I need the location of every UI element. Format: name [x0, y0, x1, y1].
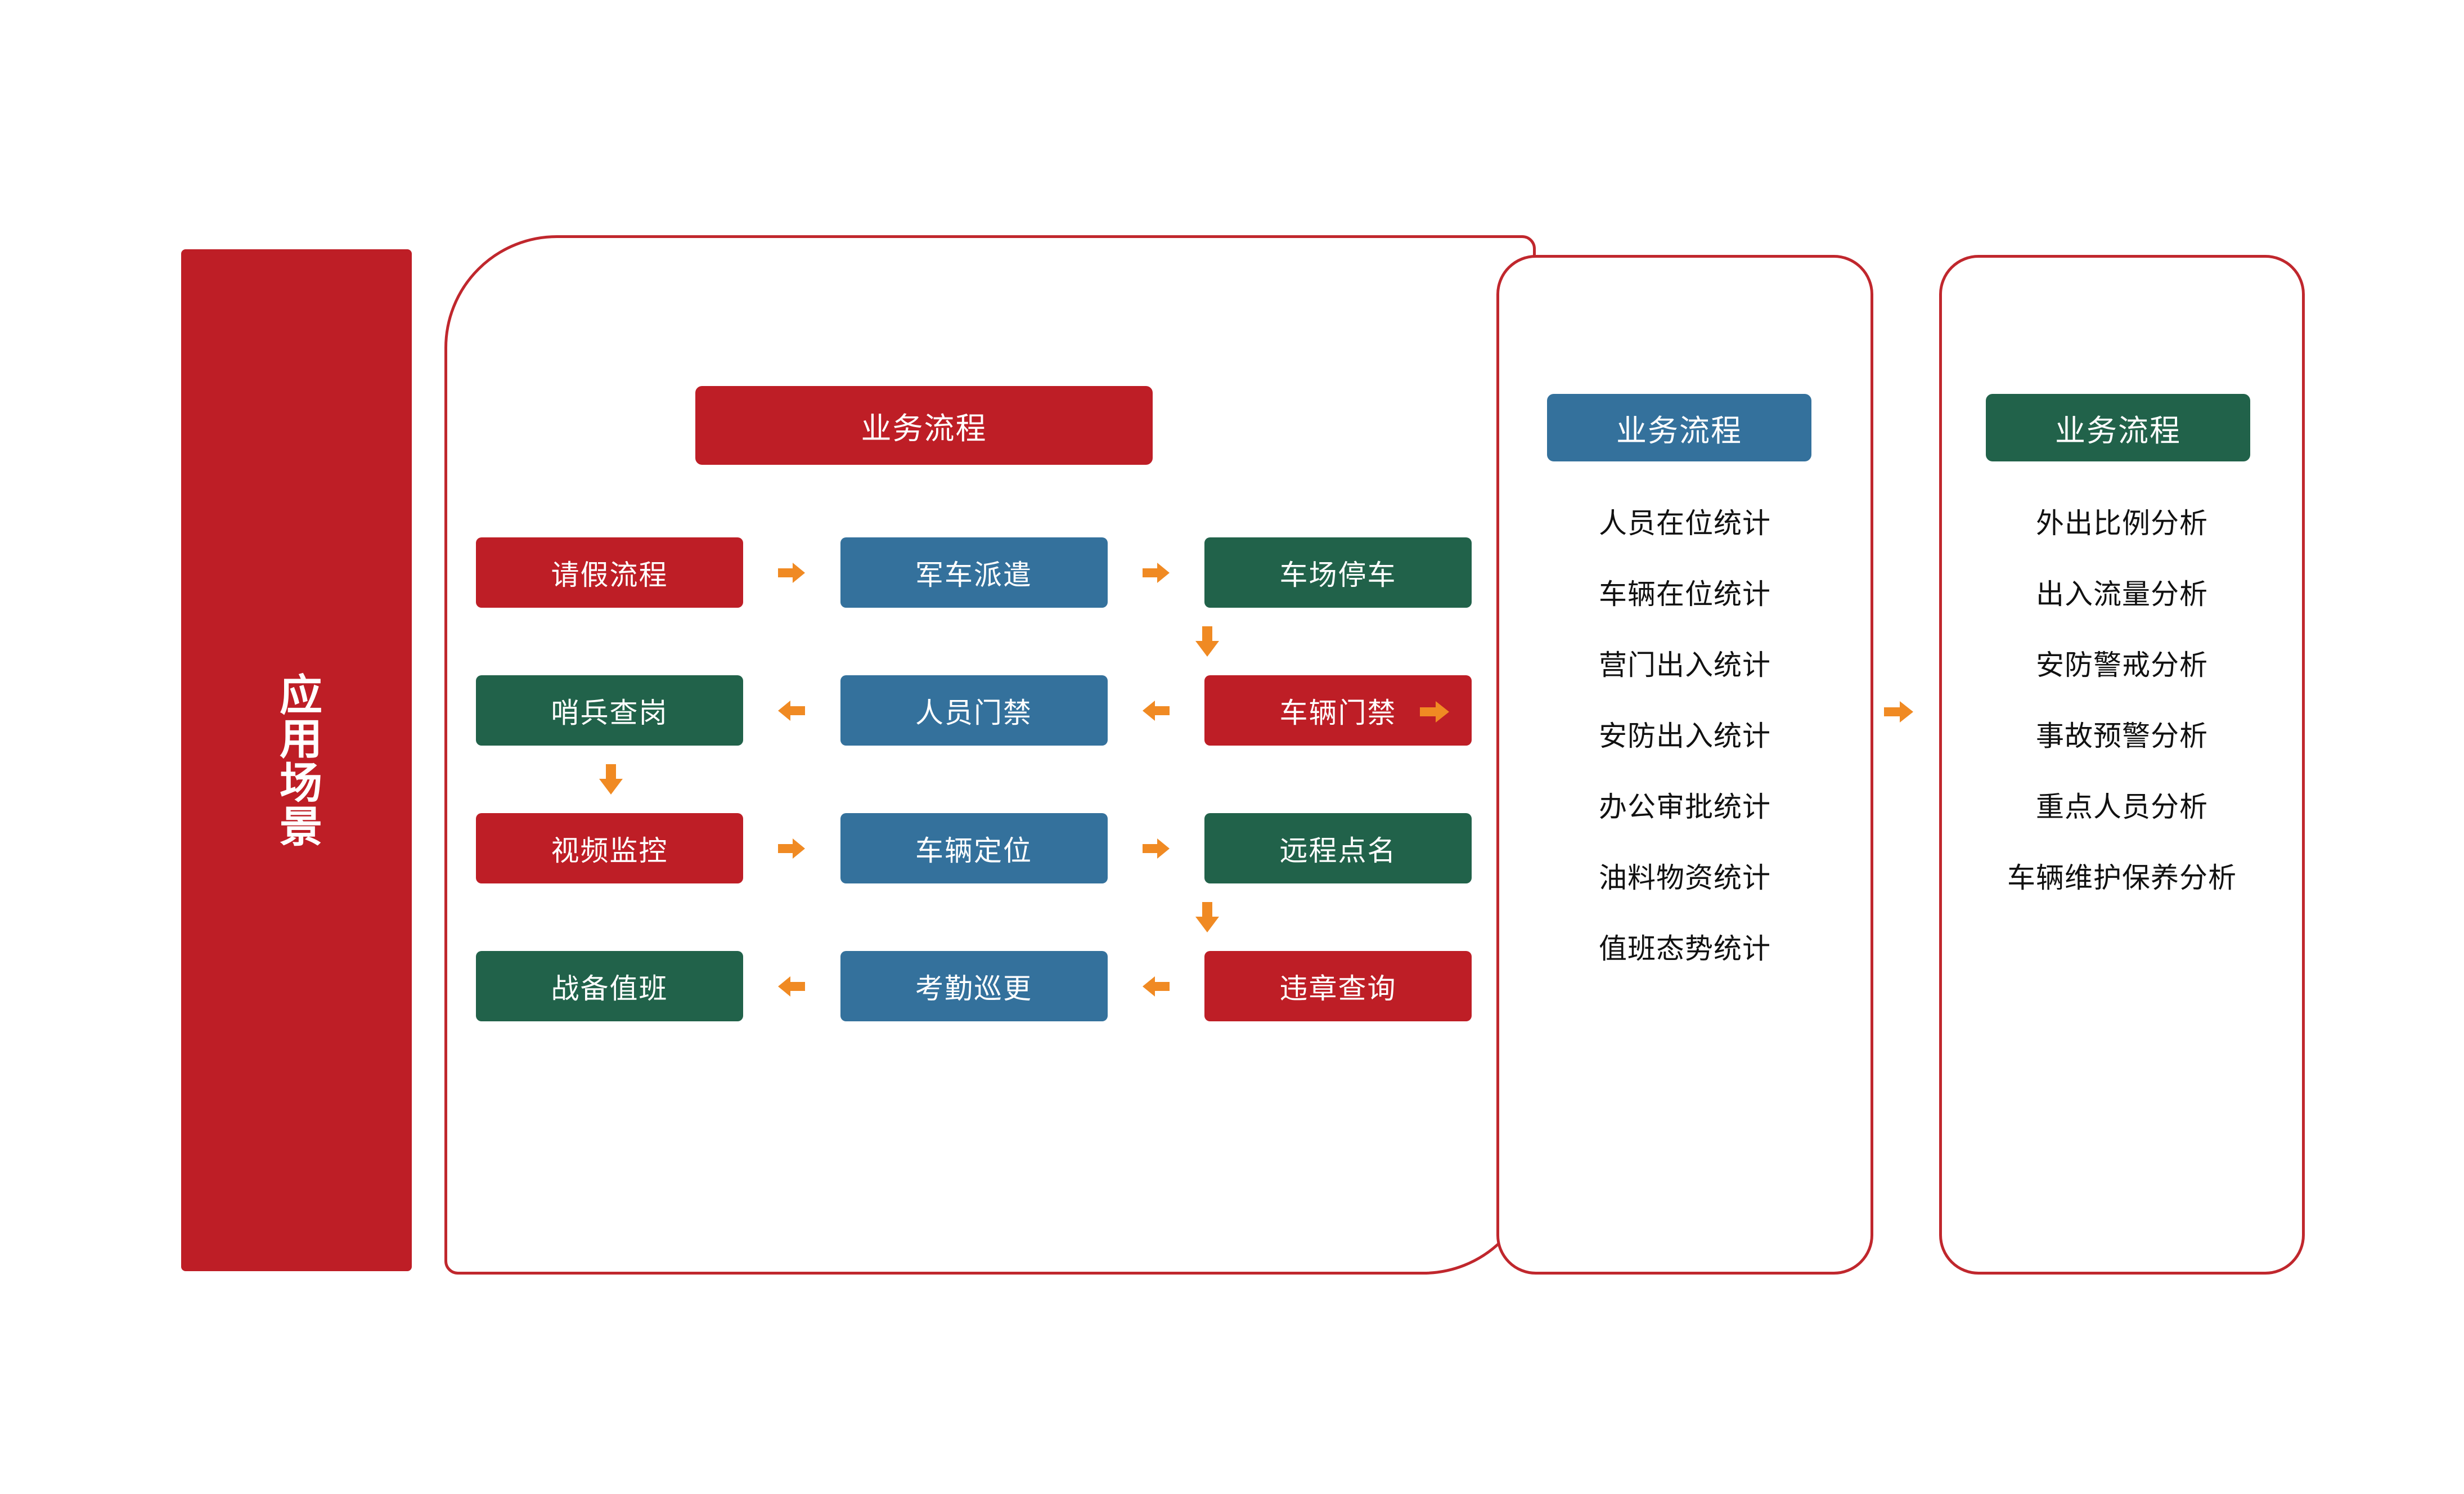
analysis-panel-header: 业务流程	[1986, 394, 2250, 461]
list-item: 值班态势统计	[1599, 933, 1771, 964]
process-panel-header-label: 业务流程	[861, 411, 987, 446]
list-item: 事故预警分析	[2036, 720, 2208, 752]
node-label: 人员门禁	[915, 697, 1032, 729]
vertical-connector-row2-row3	[594, 746, 628, 813]
panel-connector-process-to-statistics	[1418, 695, 1451, 729]
arrow-slot-r1-a	[743, 557, 840, 589]
process-row-3: 视频监控 车辆定位 远程点名	[476, 813, 1472, 883]
arrow-down-icon	[1195, 902, 1219, 932]
list-item: 油料物资统计	[1599, 862, 1771, 894]
process-node-che-chang-ting-che[interactable]: 车场停车	[1204, 537, 1472, 608]
analysis-panel-header-label: 业务流程	[2055, 414, 2181, 448]
process-node-ren-yuan-men-jin[interactable]: 人员门禁	[840, 675, 1108, 746]
arrow-slot-r1-b	[1108, 557, 1205, 589]
arrow-slot-r2-b	[1108, 695, 1205, 726]
process-node-yuan-cheng-dian-ming[interactable]: 远程点名	[1204, 813, 1472, 883]
arrow-left-icon	[1142, 976, 1170, 997]
node-label: 战备值班	[551, 972, 668, 1004]
arrow-right-icon	[778, 562, 806, 583]
process-flow-grid: 请假流程 军车派遣 车场停车 哨兵查岗 人员门禁	[476, 537, 1472, 1089]
vertical-connector-row1-row2	[1190, 608, 1224, 675]
node-label: 违章查询	[1279, 972, 1397, 1004]
list-item: 安防出入统计	[1599, 720, 1771, 752]
node-label: 车辆门禁	[1279, 697, 1397, 729]
process-node-che-liang-men-jin[interactable]: 车辆门禁	[1204, 675, 1472, 746]
arrow-slot-r3-b	[1108, 833, 1205, 864]
arrow-slot-r4-b	[1108, 971, 1205, 1002]
arrow-right-icon	[1142, 562, 1170, 583]
arrow-right-icon	[1420, 701, 1449, 723]
process-node-jun-che-pai-qian[interactable]: 军车派遣	[840, 537, 1108, 608]
process-panel-header: 业务流程	[695, 386, 1153, 465]
process-row-2: 哨兵查岗 人员门禁 车辆门禁	[476, 675, 1472, 746]
arrow-down-icon	[599, 764, 623, 795]
application-scenario-label: 应用场景	[272, 672, 321, 848]
arrow-left-icon	[778, 976, 806, 997]
statistics-list: 人员在位统计 车辆在位统计 营门出入统计 安防出入统计 办公审批统计 油料物资统…	[1496, 509, 1873, 963]
node-label: 考勤巡更	[915, 972, 1032, 1004]
process-node-zhan-bei-zhi-ban[interactable]: 战备值班	[476, 951, 743, 1021]
arrow-left-icon	[1142, 700, 1170, 721]
arrow-right-icon	[778, 838, 806, 859]
node-label: 视频监控	[551, 835, 668, 867]
list-item: 车辆维护保养分析	[2007, 862, 2237, 894]
application-scenario-banner: 应用场景	[181, 249, 412, 1271]
arrow-slot-r3-a	[743, 833, 840, 864]
node-label: 军车派遣	[915, 559, 1032, 591]
node-label: 远程点名	[1279, 835, 1397, 867]
process-node-shi-pin-jian-kong[interactable]: 视频监控	[476, 813, 743, 883]
process-node-qing-jia-liu-cheng[interactable]: 请假流程	[476, 537, 743, 608]
analysis-list: 外出比例分析 出入流量分析 安防警戒分析 事故预警分析 重点人员分析 车辆维护保…	[1939, 509, 2305, 892]
arrow-down-icon	[1195, 626, 1219, 657]
process-node-wei-zhang-cha-xun[interactable]: 违章查询	[1204, 951, 1472, 1021]
list-item: 办公审批统计	[1599, 791, 1771, 823]
list-item: 安防警戒分析	[2036, 649, 2208, 681]
node-label: 请假流程	[551, 559, 668, 591]
process-row-4: 战备值班 考勤巡更 违章查询	[476, 951, 1472, 1021]
node-label: 车辆定位	[915, 835, 1032, 867]
list-item: 出入流量分析	[2036, 578, 2208, 610]
arrow-left-icon	[778, 700, 806, 721]
node-label: 哨兵查岗	[551, 697, 668, 729]
node-label: 车场停车	[1279, 559, 1397, 591]
statistics-panel-header: 业务流程	[1547, 394, 1811, 461]
process-node-che-liang-ding-wei[interactable]: 车辆定位	[840, 813, 1108, 883]
arrow-slot-r4-a	[743, 971, 840, 1002]
list-item: 车辆在位统计	[1599, 578, 1771, 610]
list-item: 人员在位统计	[1599, 508, 1771, 539]
statistics-panel-header-label: 业务流程	[1616, 414, 1742, 448]
list-item: 重点人员分析	[2036, 791, 2208, 823]
list-item: 外出比例分析	[2036, 508, 2208, 539]
arrow-slot-r2-a	[743, 695, 840, 726]
list-item: 营门出入统计	[1599, 649, 1771, 681]
arrow-right-icon	[1142, 838, 1170, 859]
panel-connector-statistics-to-analysis	[1882, 695, 1916, 729]
process-node-shao-bing-cha-gang[interactable]: 哨兵查岗	[476, 675, 743, 746]
vertical-connector-row3-row4	[1190, 883, 1224, 951]
process-row-1: 请假流程 军车派遣 车场停车	[476, 537, 1472, 608]
process-node-kao-qin-xun-geng[interactable]: 考勤巡更	[840, 951, 1108, 1021]
arrow-right-icon	[1884, 701, 1913, 723]
